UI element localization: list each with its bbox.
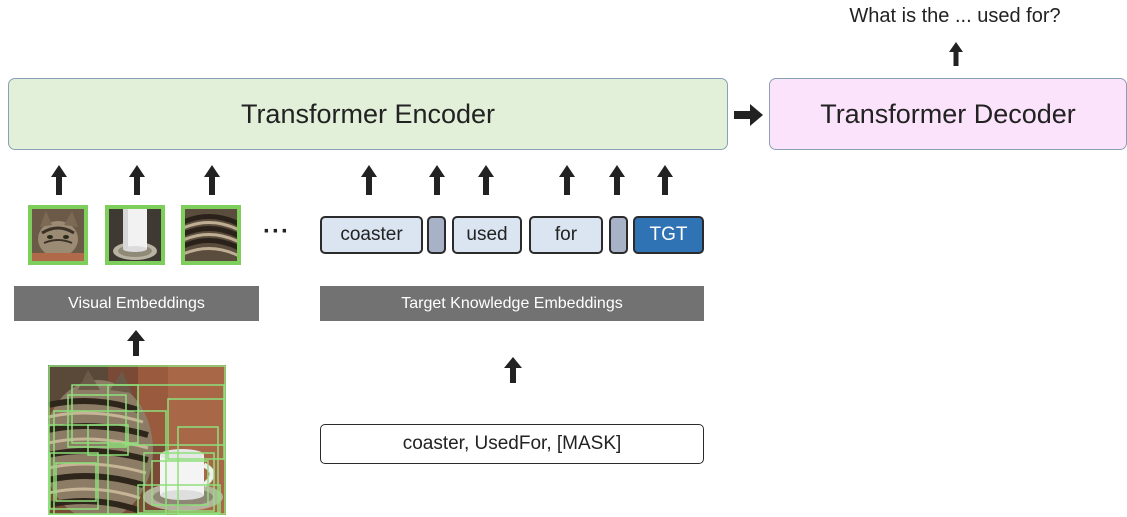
arrow-up-icon [609, 165, 625, 195]
token-separator [609, 216, 628, 254]
arrow-up-icon [657, 165, 673, 195]
arrow-triple-to-knowledge [504, 357, 522, 383]
arrow-up-icon [127, 330, 145, 356]
arrow-up-icon [478, 165, 494, 195]
token-label: for [554, 224, 578, 245]
knowledge-triple-text: coaster, UsedFor, [MASK] [402, 433, 622, 454]
arrow-up-icon [204, 165, 220, 195]
arrow-up-to-question [949, 42, 963, 66]
knowledge-embeddings-label: Target Knowledge Embeddings [401, 294, 623, 312]
source-image-with-region-boxes [48, 365, 226, 515]
arrow-up-icon [129, 165, 145, 195]
transformer-encoder-box: Transformer Encoder [8, 78, 728, 150]
arrow-up-icon [559, 165, 575, 195]
region-thumbnail-cat-fur [181, 205, 241, 265]
region-thumbnail-cat-face [28, 205, 88, 265]
arrow-up-icon [361, 165, 377, 195]
output-question: What is the ... used for? [849, 5, 1061, 27]
knowledge-embeddings-bar: Target Knowledge Embeddings [320, 286, 704, 321]
visual-embeddings-label: Visual Embeddings [68, 294, 205, 312]
arrow-up-icon [51, 165, 67, 195]
region-thumbnail-mug [105, 205, 165, 265]
arrow-up-icon [504, 357, 522, 383]
ellipsis: ··· [263, 218, 290, 245]
transformer-decoder-box: Transformer Decoder [769, 78, 1127, 150]
encoder-label: Transformer Encoder [240, 98, 496, 129]
token-label: coaster [340, 224, 403, 245]
token-label: TGT [649, 224, 688, 245]
token-used: used [452, 216, 522, 254]
visual-embeddings-bar: Visual Embeddings [14, 286, 259, 321]
input-arrows [51, 165, 673, 195]
token-coaster: coaster [320, 216, 423, 254]
token-tgt: TGT [633, 216, 704, 254]
token-for: for [529, 216, 603, 254]
arrow-image-to-visual [127, 330, 145, 356]
arrow-up-icon [429, 165, 445, 195]
token-separator [427, 216, 446, 254]
arrow-encoder-to-decoder [734, 104, 763, 126]
token-label: used [466, 224, 508, 245]
knowledge-triple-box: coaster, UsedFor, [MASK] [320, 424, 704, 464]
decoder-label: Transformer Decoder [820, 98, 1076, 129]
